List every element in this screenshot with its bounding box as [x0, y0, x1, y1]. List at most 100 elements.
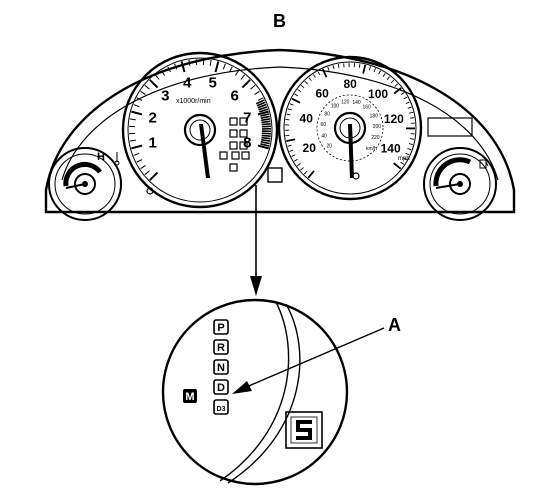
speed-tick [300, 167, 304, 171]
speed-tick [378, 70, 381, 75]
speed-tick [400, 92, 405, 95]
gear-box [213, 319, 229, 335]
speed-needle [348, 124, 354, 178]
speed-tick [291, 97, 301, 104]
speed-mph-label: 60 [315, 87, 329, 101]
speed-tick [317, 71, 321, 76]
speed-kmh-label: 220 [371, 135, 380, 141]
zoom-arrow [250, 185, 262, 296]
tach-tick [254, 90, 260, 96]
tach-tick [180, 61, 186, 73]
speed-tick [321, 68, 328, 78]
gear-number-display: 5 [285, 411, 323, 449]
speed-tick [409, 138, 415, 140]
speed-tick [300, 84, 305, 89]
speed-tick [368, 66, 371, 71]
gear-label-d: D [217, 382, 225, 394]
speed-tick-marks [285, 63, 416, 179]
temp-scale-arc [63, 161, 102, 187]
speed-tick [390, 79, 395, 84]
tach-tick [149, 171, 159, 181]
fuel-scale-arc [433, 157, 472, 187]
tach-redline-tick [258, 106, 268, 111]
tach-redline-tick [261, 118, 271, 122]
tach-redline-tick [259, 108, 269, 113]
coolant-temp-icon [114, 152, 120, 166]
tach-redline-tick [260, 113, 270, 117]
speed-tick [291, 154, 296, 157]
tach-tick [214, 61, 220, 73]
speed-tick [294, 93, 299, 97]
tach-needle [199, 124, 210, 178]
cluster-housing [44, 48, 516, 214]
tach-label: 1 [148, 135, 156, 152]
speed-tick [393, 162, 402, 170]
speed-tick [337, 63, 340, 69]
speed-tick [303, 170, 308, 175]
speed-tick [287, 108, 292, 111]
speed-mph-label: 140 [381, 141, 401, 155]
callout-b-label: B [273, 11, 286, 31]
speed-mph-label: 20 [303, 141, 317, 155]
tach-redline-tick [257, 103, 267, 109]
tach-redline-tick [260, 115, 270, 119]
tach-redline-tick [259, 145, 269, 150]
speed-tick [289, 149, 294, 152]
speed-tick [358, 63, 361, 68]
gear-label-n: N [217, 362, 225, 374]
speed-tick [289, 103, 294, 106]
gear-label-d3: D3 [217, 406, 226, 413]
tach-redline-tick [261, 134, 271, 137]
tach-red-zone [255, 99, 272, 150]
tach-tick [131, 144, 143, 150]
speed-tick [286, 138, 296, 142]
temp-high-mark: H [97, 151, 105, 163]
speed-kmh-label: 80 [324, 112, 330, 118]
speed-tick [304, 80, 308, 85]
speed-mph-label: 40 [300, 112, 314, 126]
callout-a-label: A [388, 315, 401, 335]
tach-label: 2 [148, 109, 156, 126]
speed-tick [373, 68, 377, 73]
speed-tick [405, 152, 410, 156]
indicator-window [267, 167, 283, 183]
speed-tick [405, 101, 410, 104]
gear-label-p: P [217, 322, 224, 334]
speed-kmh-label: 40 [321, 133, 327, 139]
tach-tick [188, 59, 191, 66]
tach-tick [131, 110, 143, 116]
tach-redline-tick [260, 141, 270, 145]
gear-box [213, 399, 229, 415]
speed-tick [393, 87, 402, 95]
odometer-window [427, 117, 473, 137]
tach-tick [136, 159, 143, 163]
tach-tick [229, 66, 233, 73]
warning-lights [219, 117, 250, 172]
speed-tick [285, 118, 290, 121]
tach-tick [133, 104, 140, 108]
tach-tick [257, 97, 264, 101]
tach-label: 6 [230, 87, 238, 104]
speed-kmh-label: 180 [370, 113, 379, 119]
tach-tick [140, 164, 146, 170]
mode-m-label: M [185, 391, 194, 403]
speed-kmh-label: 200 [373, 124, 382, 130]
tach-redline-tick [256, 101, 266, 107]
tach-redline-tick [255, 99, 265, 105]
speed-kmh-label: 140 [352, 100, 361, 106]
speed-tick [287, 144, 292, 147]
speed-tick [394, 83, 398, 87]
tach-tick [240, 74, 246, 80]
speed-kmh-label: 160 [362, 105, 371, 111]
speed-mph-label: 100 [368, 87, 388, 101]
speed-mph-label: 120 [384, 112, 404, 126]
fuel-gauge [423, 147, 497, 221]
speed-unit-kmh: km/h [366, 146, 377, 152]
tach-redline-tick [261, 120, 271, 124]
tach-tick [136, 97, 143, 101]
